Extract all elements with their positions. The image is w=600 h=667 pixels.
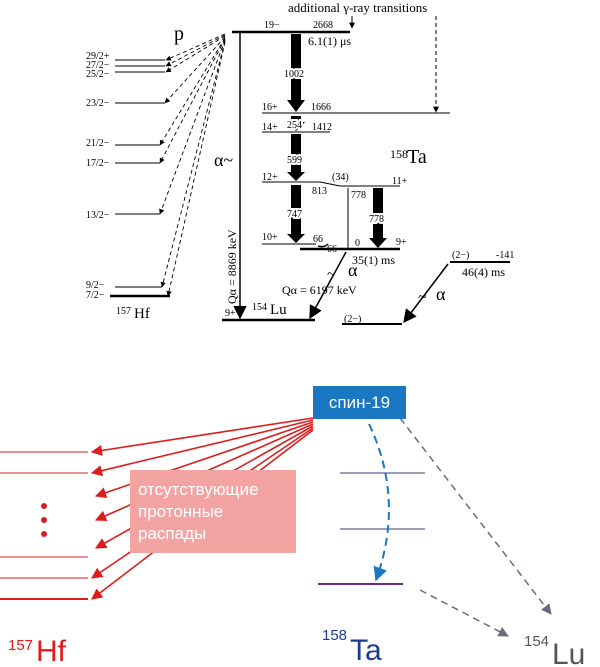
svg-text:254: 254 xyxy=(287,120,302,131)
bottom-ta-mass: 158 xyxy=(322,627,347,644)
svg-text:1002: 1002 xyxy=(284,69,304,80)
lu-symbol: Lu xyxy=(270,302,287,318)
svg-text:19−: 19− xyxy=(264,20,280,31)
svg-text:17/2−: 17/2− xyxy=(86,158,110,169)
alpha-arrow-ground xyxy=(419,589,509,637)
hf-red-levels xyxy=(0,451,88,600)
proton-decay-lines xyxy=(159,33,226,297)
svg-text:1412: 1412 xyxy=(312,122,332,133)
bottom-ta-symbol: Ta xyxy=(350,634,382,667)
svg-text:747: 747 xyxy=(287,209,302,220)
q-alpha-right: Qα = 6197 keV xyxy=(282,283,357,297)
svg-text:599: 599 xyxy=(287,155,302,166)
spin-19-badge: спин-19 xyxy=(313,386,406,419)
hf-symbol: Hf xyxy=(134,306,150,322)
svg-text:27/2−: 27/2− xyxy=(86,60,110,71)
svg-text:25/2−: 25/2− xyxy=(86,69,110,80)
alpha-small-right: α xyxy=(348,260,358,280)
bottom-hf-mass: 157 xyxy=(8,637,33,654)
svg-text:778: 778 xyxy=(369,214,384,225)
gamma-cascade-arrow xyxy=(368,423,390,582)
proton-label: p xyxy=(174,23,184,45)
missing-line-2: протонные xyxy=(138,501,224,521)
alpha-symbol-left: α~ xyxy=(214,150,233,170)
hf-mass: 157 xyxy=(116,306,131,317)
svg-text:254: 254 xyxy=(287,120,302,131)
missing-line-1: отсутствующие xyxy=(138,479,259,499)
alpha-tilde-right: ~ xyxy=(327,266,336,283)
gamma-transitions xyxy=(287,34,387,248)
svg-text:813: 813 xyxy=(312,186,327,197)
svg-text:13/2−: 13/2− xyxy=(86,210,110,221)
bottom-lu-symbol: Lu xyxy=(552,638,585,667)
svg-text:9/2−: 9/2− xyxy=(86,280,105,291)
svg-text:1666: 1666 xyxy=(311,102,331,113)
isomer-alpha: α xyxy=(436,284,446,304)
ta-symbol: Ta xyxy=(407,146,427,168)
svg-text:747: 747 xyxy=(287,209,302,220)
svg-text:66: 66 xyxy=(313,234,323,245)
svg-text:778: 778 xyxy=(369,214,384,225)
svg-text:66: 66 xyxy=(327,244,337,255)
svg-text:599: 599 xyxy=(287,155,302,166)
svg-text:7/2−: 7/2− xyxy=(86,290,105,301)
lu-ground-spin: 9+ xyxy=(225,308,236,319)
svg-text:0: 0 xyxy=(355,238,360,249)
bottom-schematic: 157 Hf 158 Ta 154 Lu xyxy=(0,417,585,667)
hf-levels xyxy=(110,59,170,298)
lu-low-spin: (2−) xyxy=(344,314,361,325)
gamma-labels: 1002 1002 254 254 599 599 813 778 778 77… xyxy=(282,67,386,245)
svg-text:23/2−: 23/2− xyxy=(86,98,110,109)
ta-mass: 158 xyxy=(390,147,408,161)
isomer-note: 46(4) ms xyxy=(462,265,505,279)
bottom-hf-symbol: Hf xyxy=(36,635,67,667)
svg-text:11+: 11+ xyxy=(392,176,408,187)
svg-text:35(1) ms: 35(1) ms xyxy=(352,253,395,267)
ta-levels xyxy=(232,30,450,251)
isomer-energy: -141 xyxy=(496,250,514,261)
alpha-arrow-spin xyxy=(399,417,552,615)
isomer-alpha-arrow xyxy=(403,263,449,324)
svg-text:6.1(1) μs: 6.1(1) μs xyxy=(308,34,351,48)
svg-text:(34): (34) xyxy=(332,172,349,183)
svg-text:14+: 14+ xyxy=(262,122,278,133)
svg-text:778: 778 xyxy=(351,190,366,201)
isomer-tilde: ~ xyxy=(418,289,427,306)
svg-text:10+: 10+ xyxy=(262,232,278,243)
missing-proton-decays-box: отсутствующие протонные распады xyxy=(130,470,296,553)
spin-19-label: спин-19 xyxy=(328,392,391,412)
alpha-arrow-right xyxy=(309,251,347,320)
svg-text:2668: 2668 xyxy=(313,20,333,31)
header-note: additional γ-ray transitions xyxy=(288,0,427,15)
isomer-spin: (2−) xyxy=(452,250,469,261)
svg-text:21/2−: 21/2− xyxy=(86,138,110,149)
hf-dots xyxy=(41,503,47,537)
lu-mass: 154 xyxy=(252,302,267,313)
svg-text:9+: 9+ xyxy=(396,237,407,248)
missing-line-3: распады xyxy=(138,523,207,543)
q-alpha-left: Qα = 8869 keV xyxy=(225,229,239,304)
svg-text:29/2+: 29/2+ xyxy=(86,51,110,62)
ta-blue-levels xyxy=(318,472,425,585)
ta-level-labels: 19− 2668 6.1(1) μs 16+ 1666 14+ 1412 12+… xyxy=(262,20,408,267)
top-level-scheme: additional γ-ray transitions 29/2+ 27/2−… xyxy=(86,0,514,325)
svg-text:12+: 12+ xyxy=(262,172,278,183)
hf-level-labels: 29/2+ 27/2− 25/2− 23/2− 21/2− 17/2− 13/2… xyxy=(86,51,110,301)
bottom-lu-mass: 154 xyxy=(524,633,549,650)
svg-text:1002: 1002 xyxy=(284,69,304,80)
svg-text:16+: 16+ xyxy=(262,102,278,113)
